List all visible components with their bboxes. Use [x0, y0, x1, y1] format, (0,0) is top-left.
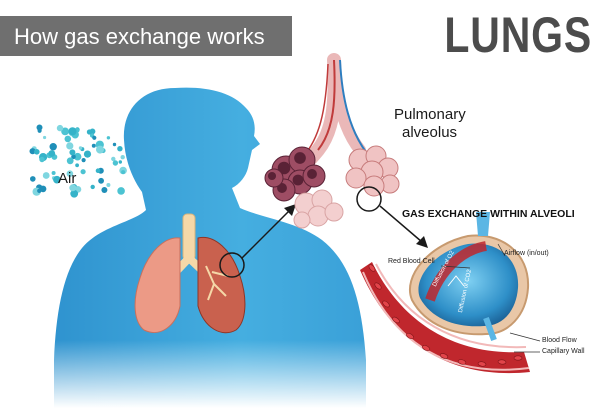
air-particle: [90, 184, 95, 190]
blood-flow-label: Blood Flow: [542, 337, 577, 344]
red-blood-cell: [421, 345, 431, 351]
alveolus-bubble: [293, 211, 311, 229]
air-particle: [53, 175, 61, 184]
title-banner: How gas exchange works: [0, 16, 292, 56]
alveolus-bubble: [292, 174, 304, 186]
air-particle: [118, 160, 123, 164]
air-particle: [37, 128, 42, 133]
pulmonary-label: Pulmonary: [394, 106, 466, 123]
air-particle: [75, 163, 79, 168]
alveolus-bubble: [345, 167, 367, 189]
red-blood-cell-label: Red Blood Cell: [388, 258, 435, 265]
red-blood-cell: [513, 355, 523, 361]
alveolus-bubble: [294, 152, 306, 164]
air-particle: [39, 156, 45, 163]
air-particle: [101, 187, 108, 193]
alveolus-bubble: [277, 161, 291, 175]
red-blood-cell: [457, 359, 467, 365]
air-particle: [112, 142, 117, 147]
red-blood-cell: [477, 361, 487, 367]
alveolus-bubble: [307, 169, 317, 179]
arrow-lung-to-alveolus: [241, 204, 296, 259]
red-blood-cell: [392, 316, 400, 324]
air-particle: [96, 145, 104, 154]
air-particle: [64, 135, 72, 143]
red-blood-cell: [439, 353, 449, 359]
capillary-cross-section-icon: [360, 212, 541, 374]
air-particle: [81, 158, 86, 163]
air-particle: [68, 127, 77, 136]
air-particle: [69, 184, 77, 192]
air-particle: [83, 150, 92, 158]
red-blood-cell: [368, 264, 376, 272]
airflow-label: Airflow (in/out): [504, 250, 549, 257]
air-particle: [80, 169, 86, 175]
air-particle: [30, 176, 36, 182]
air-particle: [66, 170, 74, 177]
air-particle: [112, 160, 119, 166]
air-particle: [43, 135, 47, 140]
red-blood-cell: [374, 282, 382, 290]
air-particle: [92, 135, 97, 140]
air-particle: [120, 155, 125, 160]
gas-exchange-label: GAS EXCHANGE WITHIN ALVEOLI: [402, 208, 575, 220]
air-particle: [39, 185, 47, 193]
air-particle: [121, 170, 126, 175]
air-particle: [48, 150, 56, 157]
air-particle: [71, 154, 76, 160]
lungs-icon: [134, 213, 246, 334]
air-particle: [66, 142, 74, 150]
air-particle: [91, 143, 96, 148]
air-particle: [73, 152, 82, 161]
alveoli-cluster-icon: [264, 53, 400, 229]
air-particles-icon: [29, 124, 127, 198]
air-particle: [69, 149, 76, 156]
air-particle: [36, 124, 43, 131]
air-particle: [70, 189, 79, 198]
alveolus-bubble: [324, 202, 344, 222]
air-particle: [106, 136, 111, 140]
air-particle: [106, 183, 111, 187]
air-particle: [51, 171, 56, 175]
air-particle: [117, 146, 123, 152]
air-particle: [34, 149, 40, 155]
capillary-wall-label: Capillary Wall: [542, 348, 585, 355]
air-particle: [78, 146, 83, 150]
air-particle: [98, 177, 104, 184]
air-particle: [29, 148, 36, 155]
alveolus-bubble: [363, 175, 385, 197]
arrow-alveolus-to-exchange: [379, 205, 428, 248]
title-text: How gas exchange works: [14, 24, 265, 49]
air-particle: [61, 127, 69, 136]
air-particle: [111, 156, 116, 162]
red-blood-cell: [382, 300, 390, 308]
air-particle: [86, 129, 92, 135]
alveolus-bubble: [267, 171, 277, 181]
air-particle: [42, 172, 50, 179]
air-particle: [117, 187, 125, 195]
red-blood-cell: [406, 332, 414, 340]
air-particle: [95, 168, 101, 173]
lungs-heading: LUNGS: [444, 7, 592, 63]
alveolus-label: alveolus: [402, 124, 458, 141]
air-label: Air: [58, 170, 77, 187]
red-blood-cell: [497, 359, 507, 365]
air-particle: [66, 157, 74, 165]
air-particle: [49, 143, 57, 151]
air-particle: [56, 124, 64, 132]
